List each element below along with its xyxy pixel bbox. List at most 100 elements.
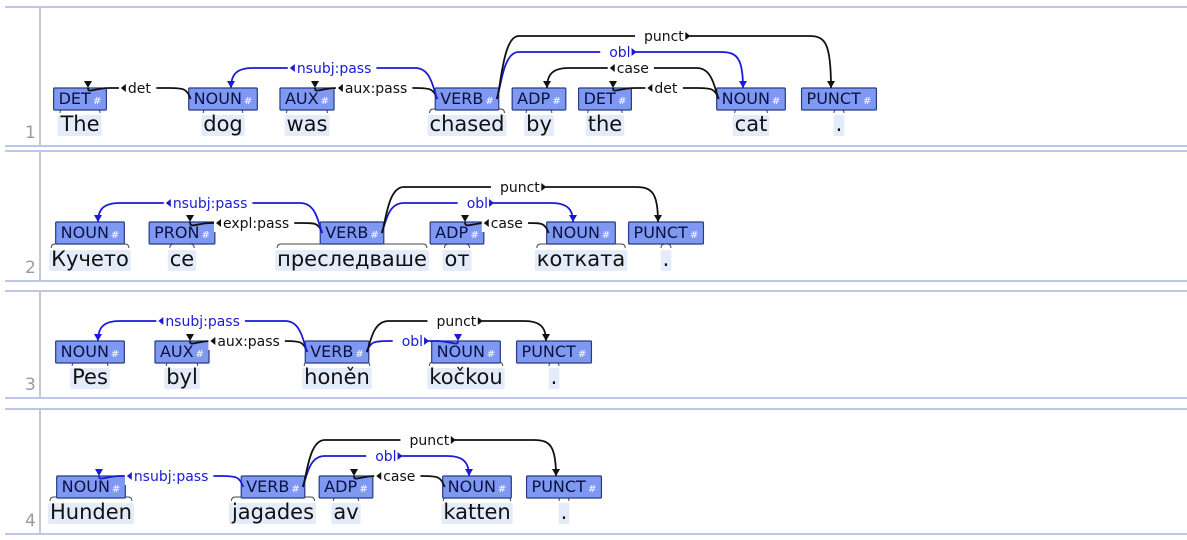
direction-marker-icon (397, 452, 403, 460)
arc-label-bg (366, 449, 402, 465)
token: Pes NOUN# (55, 340, 125, 389)
dependency-arc: punct (380, 180, 662, 234)
token-word: by (526, 112, 552, 136)
tag-marker: # (863, 96, 871, 107)
arrowhead-icon (94, 334, 102, 341)
pos-tag: NOUN (437, 342, 485, 361)
pos-tag: PUNCT (807, 89, 862, 108)
pos-tag: VERB (310, 342, 353, 361)
tag-marker: # (602, 230, 610, 241)
pos-tag: VERB (440, 89, 483, 108)
sentence-number: 2 (25, 258, 36, 278)
dependency-arc: punct (301, 433, 560, 488)
token-word: Pes (72, 365, 108, 389)
token-highlight (302, 368, 372, 389)
direction-marker-icon (289, 64, 295, 72)
direction-marker-icon (685, 32, 691, 40)
token-word: av (333, 500, 358, 524)
tag-marker: # (470, 230, 478, 241)
dependency-arc: aux:pass (186, 334, 309, 353)
tag-marker: # (690, 230, 698, 241)
arc-label-bg (118, 81, 157, 97)
dependency-arc: nsubj:pass (94, 314, 309, 353)
arrowhead-icon (227, 81, 235, 88)
token-word: kočkou (429, 365, 502, 389)
arc-label-bg (600, 45, 636, 61)
token-highlight (331, 503, 361, 524)
arc-label-bg (457, 196, 494, 212)
pos-tag: PUNCT (522, 342, 577, 361)
dependency-arc: nsubj:pass (95, 469, 245, 488)
pos-tag-box (55, 340, 125, 364)
pos-tag-box (52, 87, 108, 111)
pos-tag: NOUN (448, 477, 496, 496)
arrowhead-icon (827, 81, 835, 88)
arrowhead-icon (454, 334, 462, 341)
token-highlight (548, 368, 560, 389)
dependency-arc: aux:pass (311, 81, 439, 100)
pos-tag-box (434, 87, 500, 111)
token-word: katten (443, 500, 510, 524)
pos-tag-box (318, 475, 374, 499)
direction-marker-icon (647, 84, 653, 92)
tag-marker: # (370, 230, 378, 241)
tag-marker: # (552, 96, 560, 107)
token-highlight (228, 503, 317, 524)
arc-label-bg (607, 61, 654, 77)
pos-tag: NOUN (62, 477, 110, 496)
pos-tag: NOUN (61, 342, 109, 361)
tag-marker: # (111, 230, 119, 241)
dependency-arc: nsubj:pass (227, 61, 439, 100)
token-highlight (558, 503, 570, 524)
tag-marker: # (111, 349, 119, 360)
direction-marker-icon (489, 199, 495, 207)
arc-label-bg (645, 81, 683, 97)
token-highlight (167, 250, 197, 271)
arc-label: aux:pass (345, 81, 408, 97)
pos-tag: ADP (324, 477, 357, 496)
arc-label: nsubj:pass (173, 196, 248, 212)
pos-tag-box (431, 340, 501, 364)
pos-tag-box (148, 221, 216, 245)
token-highlight (201, 115, 245, 136)
pos-tag-box (154, 340, 210, 364)
tag-marker: # (321, 96, 329, 107)
pos-tag-box (279, 87, 335, 111)
arrowhead-icon (543, 81, 551, 88)
arc-label: obl (467, 196, 488, 212)
direction-marker-icon (216, 219, 222, 227)
arc-label: case (491, 216, 523, 232)
arc-label: nsubj:pass (134, 469, 209, 485)
arc-label: obl (402, 334, 423, 350)
dependency-arc: punct (495, 29, 835, 100)
arc-label: det (654, 81, 678, 97)
token-word: се (170, 247, 194, 271)
arc-label: punct (409, 433, 449, 449)
arrowhead-icon (552, 469, 560, 476)
token-word: преследваше (277, 247, 427, 271)
pos-tag: NOUN (722, 89, 770, 108)
pos-tag: DET (59, 89, 91, 108)
token-highlight (442, 250, 472, 271)
arc-label: det (128, 81, 152, 97)
arc-label: expl:pass (223, 216, 289, 232)
tag-marker: # (772, 96, 780, 107)
dependency-arc: det (84, 81, 192, 100)
arc-label-bg (490, 180, 546, 196)
dependency-arc: punct (365, 314, 550, 353)
token-word: The (59, 112, 99, 136)
arrowhead-icon (465, 469, 473, 476)
token-word: byl (166, 365, 198, 389)
dependency-arc: obl (365, 334, 462, 353)
dependency-arc: case (350, 469, 446, 488)
arrowhead-icon (609, 81, 617, 88)
pos-tag: AUX (285, 89, 319, 108)
